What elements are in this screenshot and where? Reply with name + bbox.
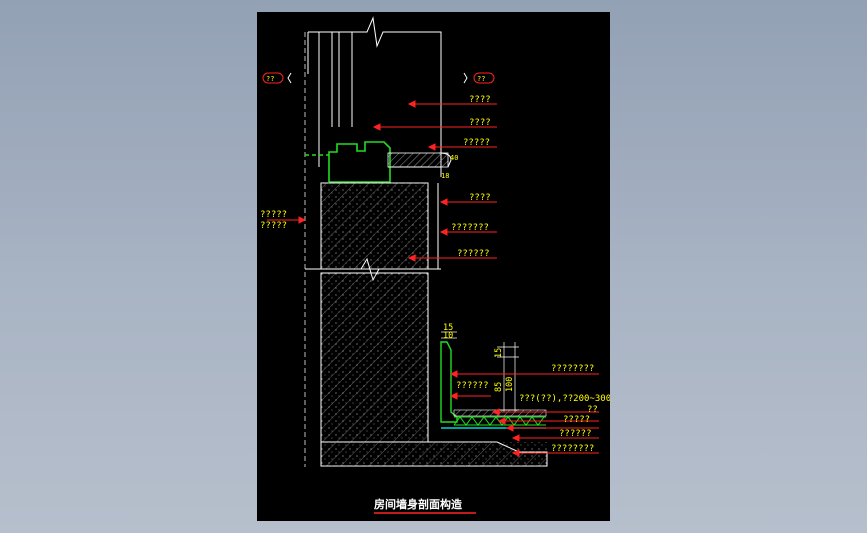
callout-12: ?????? [559,429,592,439]
callout-leaders [267,100,599,457]
dim-10: 10 [443,331,453,341]
svg-text:??: ?? [477,75,485,83]
callout-5: ??????? [451,223,489,233]
dimension-lines [441,331,519,412]
upper-wall-frame [307,16,442,177]
drawing-title: 房间墙身剖面构造 [374,497,463,511]
dim-15: 15 [494,348,504,358]
break-line [305,257,441,282]
callout-1: ???? [469,95,491,105]
callout-8: ?????? [456,381,489,391]
callout-left-2: ????? [260,221,287,231]
window-sill-profile [305,141,391,183]
svg-text:??: ?? [266,75,274,83]
section-mark-right: ?? [463,72,495,84]
dim-85: 85 [494,382,504,392]
callout-6: ?????? [457,249,490,259]
callout-9: ???(??),??200~300 [519,394,610,404]
section-mark-left: ?? [262,72,292,84]
callout-13: ???????? [551,444,594,454]
callout-3: ????? [463,138,490,148]
sill-stone [387,152,449,168]
wall-section-drawing: ?? ?? ???? ???? ????? ???? ??????? ?????… [260,16,610,514]
callout-4: ???? [469,193,491,203]
dim-40: 40 [450,154,458,162]
dim-15-top: 15 [443,323,453,333]
callout-11: ????? [563,415,590,425]
callout-2: ???? [469,118,491,128]
sill-drip [438,152,452,168]
dim-100: 100 [505,377,515,392]
callout-7: ???????? [551,364,594,374]
floor-finish [453,409,547,417]
dim-18: 18 [441,172,449,180]
drawing-sheet: ?? ?? ???? ???? ????? ???? ??????? ?????… [257,12,610,521]
callout-left-1: ????? [260,210,287,220]
callout-10: ?? [587,405,598,415]
